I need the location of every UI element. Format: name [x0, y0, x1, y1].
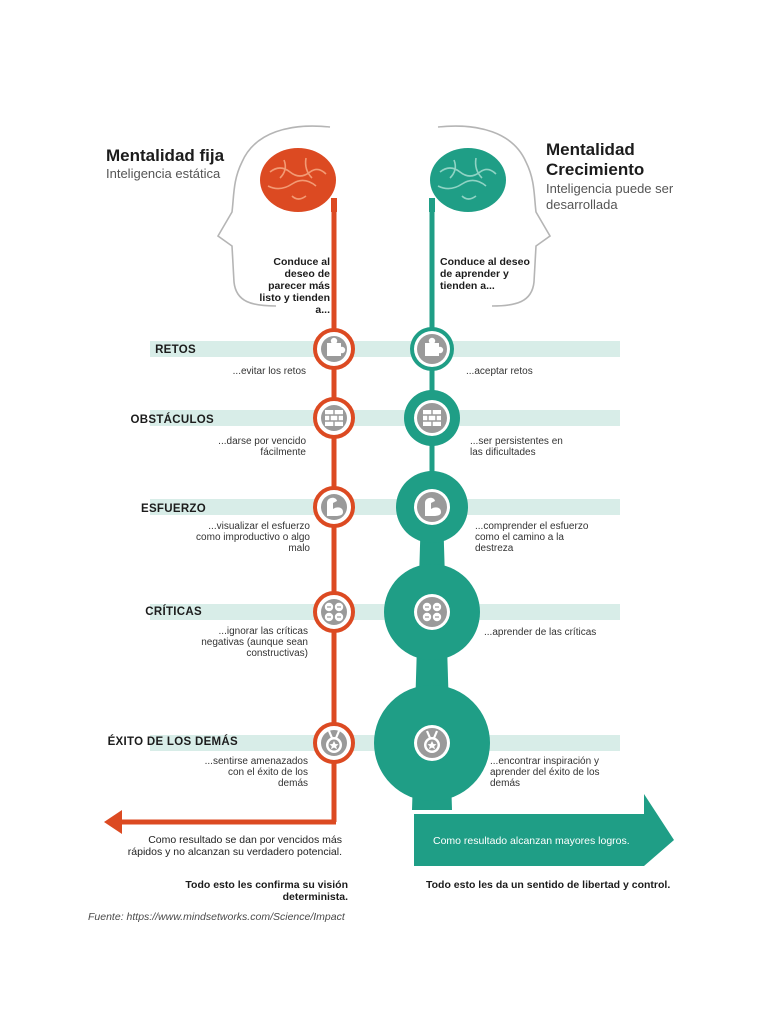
flexed-arm-icon — [425, 497, 441, 516]
fixed-text-obstaculos: ...darse por vencido fácilmente — [218, 436, 306, 458]
growth-mindset-subtitle: Inteligencia puede ser desarrollada — [546, 181, 674, 212]
row-label-exito: ÉXITO DE LOS DEMÁS — [107, 736, 238, 748]
fixed-arrowhead-icon — [104, 810, 122, 834]
flexed-arm-icon — [327, 497, 343, 516]
growth-head-outline — [437, 125, 552, 307]
fixed-text-exito: ...sentirse amenazados con el éxito de l… — [204, 756, 308, 789]
growth-text-criticas: ...aprender de las críticas — [484, 627, 597, 638]
growth-node-exito-de-los-demas — [374, 685, 490, 801]
growth-node-retos — [410, 327, 454, 371]
band-retos — [150, 341, 620, 357]
band-esfuerzo — [150, 499, 620, 515]
fixed-intro-text: Conduce al deseo de parecer más listo y … — [259, 256, 330, 316]
growth-text-obstaculos: ...ser persistentes en las dificultades — [470, 436, 563, 458]
growth-brain-icon — [429, 148, 506, 212]
fixed-node-criticas — [313, 591, 355, 633]
fixed-conclusion: Todo esto les confirma su visión determi… — [185, 879, 348, 903]
growth-node-criticas — [384, 564, 480, 660]
fixed-node-esfuerzo — [313, 486, 355, 528]
comment-bubbles-icon — [422, 602, 442, 622]
comment-bubbles-icon — [324, 602, 344, 622]
brick-wall-icon — [325, 410, 343, 426]
growth-node-obstaculos — [404, 390, 460, 446]
fixed-result-text: Como resultado se dan por vencidos más r… — [127, 834, 342, 858]
fixed-mindset-subtitle: Inteligencia estática — [106, 166, 221, 181]
fixed-node-retos — [313, 328, 355, 370]
growth-text-esfuerzo: ...comprender el esfuerzo como el camino… — [475, 521, 589, 554]
fixed-node-exito-de-los-demas — [313, 722, 355, 764]
row-label-criticas: CRÍTICAS — [145, 606, 202, 618]
source-citation: Fuente: https://www.mindsetworks.com/Sci… — [88, 911, 345, 923]
fixed-text-esfuerzo: ...visualizar el esfuerzo como improduct… — [196, 521, 310, 554]
growth-text-retos: ...aceptar retos — [466, 366, 533, 377]
row-label-obstaculos: OBSTÁCULOS — [130, 414, 214, 426]
fixed-head-outline — [216, 125, 331, 307]
row-label-esfuerzo: ESFUERZO — [140, 503, 206, 515]
medal-icon — [326, 730, 342, 753]
growth-result-arrow — [414, 794, 674, 866]
puzzle-icon — [425, 337, 444, 356]
fixed-brain-icon — [260, 148, 337, 212]
medal-icon — [424, 730, 440, 753]
puzzle-icon — [327, 337, 346, 356]
fixed-mindset-title: Mentalidad fija — [106, 146, 225, 165]
growth-node-esfuerzo — [396, 471, 468, 543]
band-obstaculos — [150, 410, 620, 426]
row-label-retos: RETOS — [155, 344, 196, 356]
growth-conclusion: Todo esto les da un sentido de libertad … — [426, 879, 671, 891]
growth-mindset-title: Mentalidad Crecimiento — [546, 140, 645, 179]
brick-wall-icon — [423, 410, 441, 426]
growth-text-exito: ...encontrar inspiración y aprender del … — [490, 756, 600, 789]
fixed-node-obstaculos — [313, 397, 355, 439]
growth-intro-text: Conduce al deseo de aprender y tienden a… — [440, 256, 530, 292]
fixed-text-retos: ...evitar los retos — [232, 366, 306, 377]
fixed-text-criticas: ...ignorar las críticas negativas (aunqu… — [201, 626, 308, 659]
growth-result-text: Como resultado alcanzan mayores logros. — [433, 835, 630, 847]
